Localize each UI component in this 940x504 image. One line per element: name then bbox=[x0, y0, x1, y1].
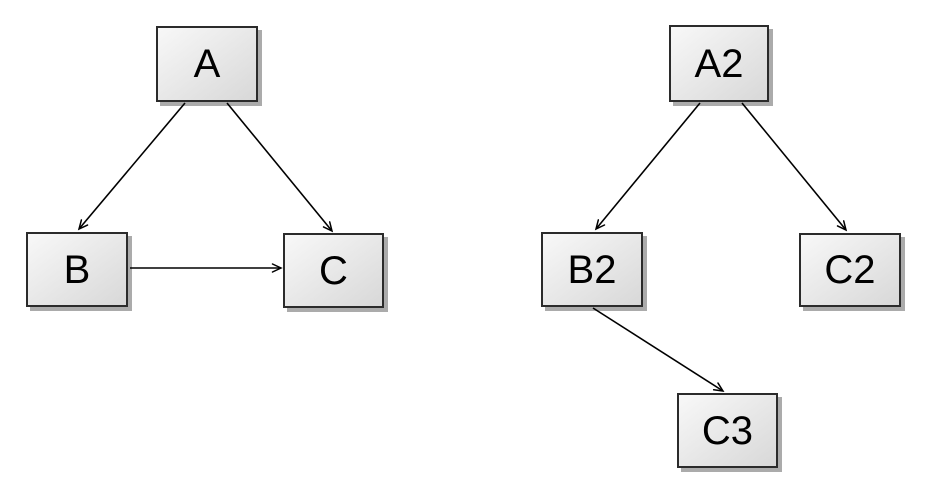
node-label-B2: B2 bbox=[567, 247, 617, 292]
node-B[interactable]: B bbox=[26, 232, 128, 307]
node-C2[interactable]: C2 bbox=[799, 233, 901, 307]
edge-A-to-C bbox=[226, 102, 334, 233]
node-A2[interactable]: A2 bbox=[669, 25, 769, 102]
node-label-A: A bbox=[193, 42, 221, 86]
edge-B2-to-C3 bbox=[592, 307, 725, 392]
node-label-A2: A2 bbox=[694, 41, 744, 86]
node-label-C3: C3 bbox=[701, 408, 754, 453]
node-label-C2: C2 bbox=[824, 248, 876, 292]
node-label-C: C bbox=[319, 248, 348, 293]
node-label-B: B bbox=[63, 247, 91, 292]
node-B2[interactable]: B2 bbox=[541, 232, 643, 307]
edge-A2-to-B2 bbox=[594, 102, 701, 231]
node-C[interactable]: C bbox=[283, 233, 384, 308]
node-A[interactable]: A bbox=[156, 26, 258, 102]
node-C3[interactable]: C3 bbox=[677, 393, 778, 468]
edge-A-to-B bbox=[77, 102, 186, 231]
edge-A2-to-C2 bbox=[741, 102, 848, 232]
